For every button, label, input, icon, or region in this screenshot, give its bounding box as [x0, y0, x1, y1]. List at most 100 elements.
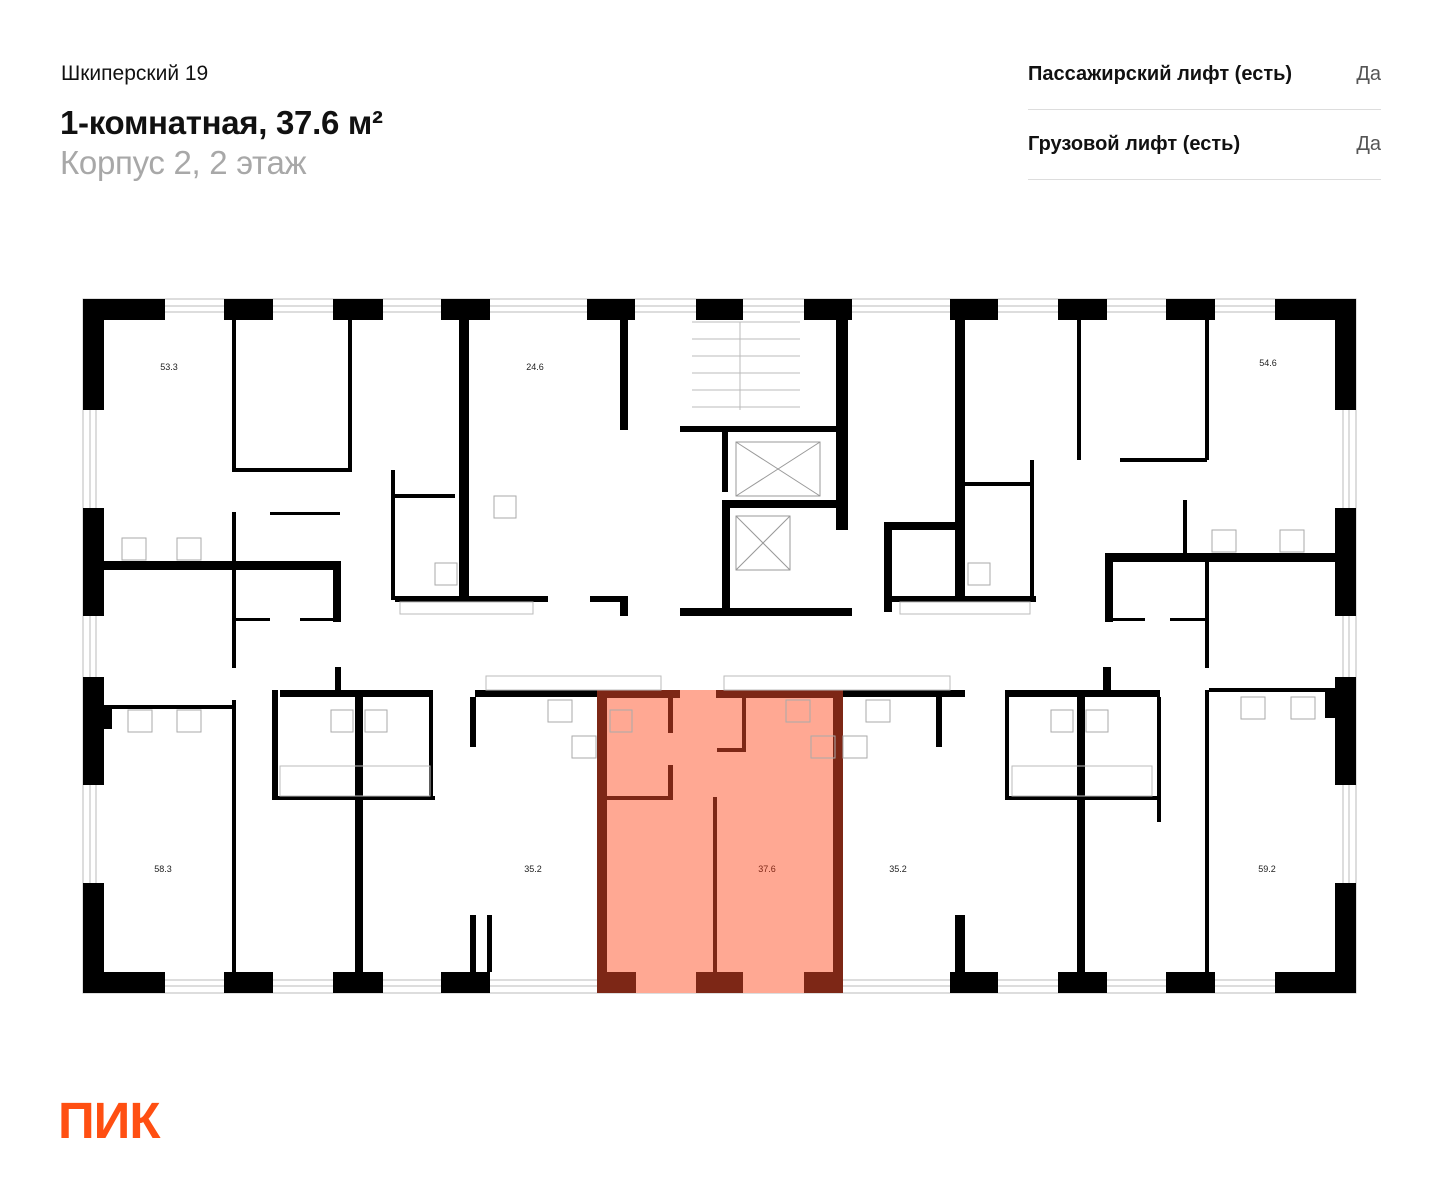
- wall: [1335, 883, 1356, 993]
- elevator-cross: [735, 515, 791, 571]
- wall: [1120, 458, 1207, 462]
- electric-panel-icon: [609, 709, 633, 733]
- wall: [1335, 677, 1356, 785]
- properties-list: Пассажирский лифт (есть) Да Грузовой лиф…: [1028, 40, 1381, 180]
- balcony-outline: [1011, 765, 1153, 797]
- wall: [232, 320, 236, 472]
- wall: [590, 596, 628, 602]
- sink-icon: [176, 537, 202, 561]
- wall: [300, 618, 340, 621]
- elevator-icon: [735, 515, 791, 571]
- selected-wall: [742, 698, 746, 750]
- wall: [1058, 299, 1107, 320]
- wall: [1205, 690, 1209, 972]
- wall: [843, 690, 965, 697]
- building-address: Шкиперский 19: [61, 62, 209, 85]
- elevator-cross: [735, 441, 821, 497]
- selected-wall: [717, 748, 746, 752]
- balcony-outline: [899, 601, 1031, 615]
- wall: [487, 915, 492, 972]
- electric-panel-icon: [967, 562, 991, 586]
- property-value: Да: [1356, 63, 1381, 85]
- wall: [1166, 299, 1215, 320]
- wall: [270, 512, 340, 515]
- stove-icon: [810, 735, 836, 759]
- wall: [441, 972, 490, 993]
- balcony-outline: [723, 675, 951, 691]
- selected-wall: [597, 690, 680, 698]
- wall: [955, 320, 965, 602]
- selected-wall: [713, 797, 717, 972]
- logo-text: ПИК: [58, 1092, 160, 1149]
- wall: [722, 500, 730, 616]
- wall: [104, 705, 232, 709]
- balcony-outline: [279, 765, 431, 797]
- selected-wall: [696, 972, 743, 993]
- wall: [83, 508, 104, 616]
- wall: [470, 697, 476, 747]
- selected-apartment-highlight[interactable]: [597, 690, 843, 993]
- area-label-selected: 37.6: [758, 864, 776, 874]
- wall: [348, 320, 352, 472]
- selected-apartment-area[interactable]: [597, 690, 843, 993]
- area-label: 24.6: [526, 362, 544, 372]
- wall: [104, 561, 340, 570]
- electric-panel-icon: [1050, 709, 1074, 733]
- stove-icon: [176, 709, 202, 733]
- wall: [722, 500, 848, 508]
- wall: [1077, 697, 1085, 972]
- wall: [680, 608, 852, 616]
- stove-icon: [571, 735, 597, 759]
- area-label: 58.3: [154, 864, 172, 874]
- wall: [1005, 697, 1009, 798]
- wall: [441, 299, 490, 320]
- wall: [232, 618, 270, 621]
- wall: [232, 512, 236, 668]
- balcony-outline: [399, 601, 534, 615]
- wall: [804, 299, 852, 320]
- wall: [1335, 299, 1356, 410]
- wall: [355, 690, 363, 972]
- wall: [333, 299, 383, 320]
- selected-wall: [833, 690, 843, 993]
- area-label: 59.2: [1258, 864, 1276, 874]
- wall: [1103, 667, 1111, 690]
- wall: [620, 320, 628, 430]
- wall: [1166, 972, 1215, 993]
- wall: [696, 299, 743, 320]
- electric-panel-icon: [1085, 709, 1109, 733]
- wall: [1058, 972, 1107, 993]
- apartment-title: 1-комнатная, 37.6 м²: [60, 104, 383, 141]
- wall: [395, 596, 548, 602]
- wall: [395, 494, 455, 498]
- wall: [1030, 460, 1034, 600]
- stove-icon: [842, 735, 868, 759]
- sink-icon: [865, 699, 891, 723]
- wall: [884, 522, 892, 612]
- wall: [391, 470, 395, 600]
- balcony-outline: [485, 675, 662, 691]
- area-labels: 53.3 24.6 54.6 58.3 35.2 37.6 35.2 59.2: [154, 358, 1277, 874]
- wall: [429, 697, 433, 800]
- wall: [1105, 553, 1335, 562]
- wall: [224, 299, 273, 320]
- wall: [587, 299, 635, 320]
- property-passenger-lift: Пассажирский лифт (есть) Да: [1028, 40, 1381, 110]
- wall: [884, 522, 955, 530]
- wall: [272, 796, 435, 800]
- wall: [232, 700, 236, 972]
- sink-icon: [127, 709, 153, 733]
- sink-icon: [1290, 696, 1316, 720]
- walls: [83, 299, 1356, 993]
- wall: [104, 709, 112, 729]
- wall: [470, 915, 476, 972]
- apartment-location: Корпус 2, 2 этаж: [60, 144, 307, 181]
- area-label: 35.2: [524, 864, 542, 874]
- elevator-icon: [735, 441, 821, 497]
- wall: [1110, 618, 1145, 621]
- stove-icon: [1279, 529, 1305, 553]
- wall: [1157, 697, 1161, 822]
- wall: [955, 915, 965, 972]
- wall: [333, 561, 341, 622]
